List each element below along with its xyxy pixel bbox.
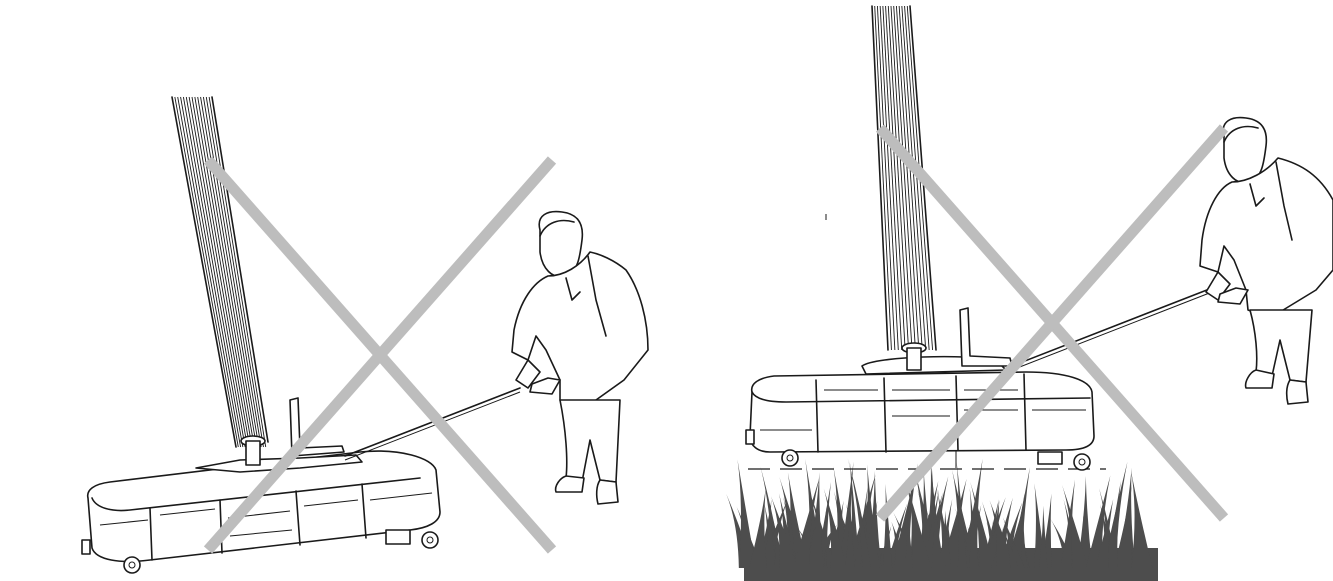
person-icon [1200,118,1333,404]
figure-left-tilting-base [0,0,666,581]
grass-icon [726,458,1158,581]
figure-left-svg [0,0,666,581]
pole-icon [172,97,268,447]
figure-right-base-on-grass [666,0,1333,581]
figure-right-svg [666,0,1333,581]
person-icon [512,212,648,504]
